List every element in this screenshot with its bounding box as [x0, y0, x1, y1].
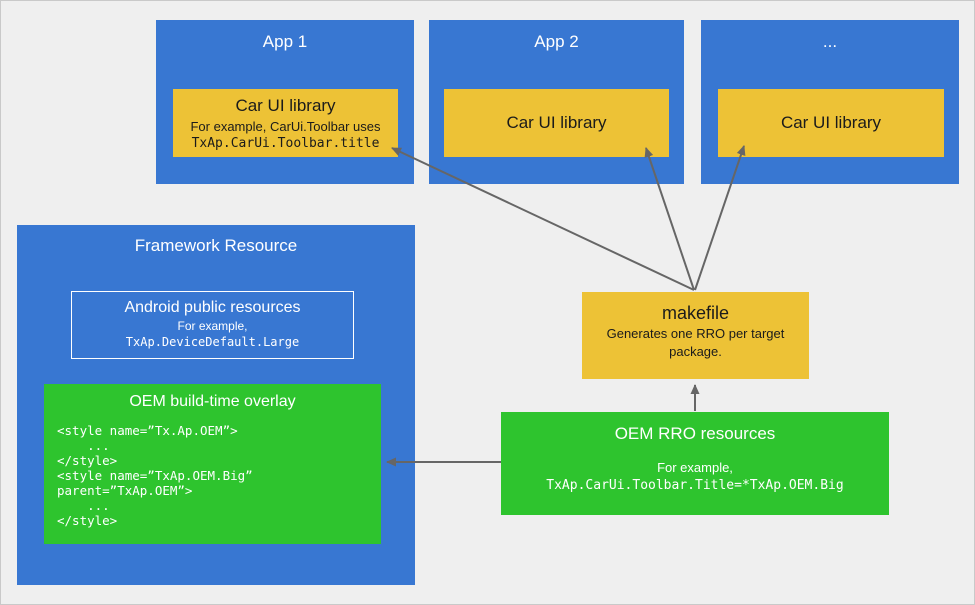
code-line: parent=”TxAp.OEM”> [57, 483, 193, 498]
code-line: </style> [57, 453, 118, 468]
app2-title: App 2 [534, 32, 579, 51]
app-ellipsis-title: ... [822, 32, 838, 51]
makefile-title: makefile [661, 303, 730, 323]
app1-car-ui-library-example: For example, CarUi.Toolbar uses [190, 119, 381, 134]
app1-title: App 1 [262, 32, 308, 51]
makefile-box: makefile Generates one RRO per target pa… [582, 292, 809, 379]
app2-box: App 2 Car UI library [429, 20, 684, 184]
app1-car-ui-library-box: Car UI library For example, CarUi.Toolba… [173, 89, 398, 157]
framework-resource-title: Framework Resource [134, 236, 298, 255]
code-line: </style> [57, 513, 118, 528]
app-ellipsis-box: ... Car UI library [701, 20, 959, 184]
code-line: <style name=”Tx.Ap.OEM”> [57, 423, 238, 438]
makefile-description: Generates one RRO per target package. [606, 326, 785, 359]
oem-rro-example-code: TxAp.CarUi.Toolbar.Title=*TxAp.OEM.Big [546, 478, 844, 493]
android-public-resources-example-code: TxAp.DeviceDefault.Large [125, 335, 300, 349]
app1-car-ui-library-title: Car UI library [235, 96, 336, 115]
app-ellipsis-car-ui-library-box: Car UI library [718, 89, 944, 157]
oem-rro-example-label: For example, [657, 460, 733, 475]
app2-car-ui-library-box: Car UI library [444, 89, 669, 157]
oem-build-time-overlay-title: OEM build-time overlay [129, 393, 296, 410]
app1-car-ui-library-example-code: TxAp.CarUi.Toolbar.title [191, 136, 380, 151]
oem-build-time-overlay-code: <style name=”Tx.Ap.OEM”> ... </style> <s… [57, 423, 381, 528]
oem-build-time-overlay-box: OEM build-time overlay <style name=”Tx.A… [44, 384, 381, 544]
android-public-resources-example-label: For example, [177, 319, 248, 333]
framework-resource-box: Framework Resource Android public resour… [17, 225, 415, 585]
android-public-resources-box: Android public resources For example, Tx… [71, 291, 354, 359]
oem-rro-resources-title: OEM RRO resources [614, 424, 776, 443]
oem-rro-resources-box: OEM RRO resources For example, TxAp.CarU… [501, 412, 889, 515]
app-ellipsis-car-ui-library-title: Car UI library [780, 113, 882, 132]
code-line: ... [57, 438, 110, 453]
android-public-resources-title: Android public resources [124, 299, 301, 316]
app2-car-ui-library-title: Car UI library [506, 113, 607, 132]
code-line: ... [57, 498, 110, 513]
app1-box: App 1 Car UI library For example, CarUi.… [156, 20, 414, 184]
code-line: <style name=”TxAp.OEM.Big” [57, 468, 253, 483]
